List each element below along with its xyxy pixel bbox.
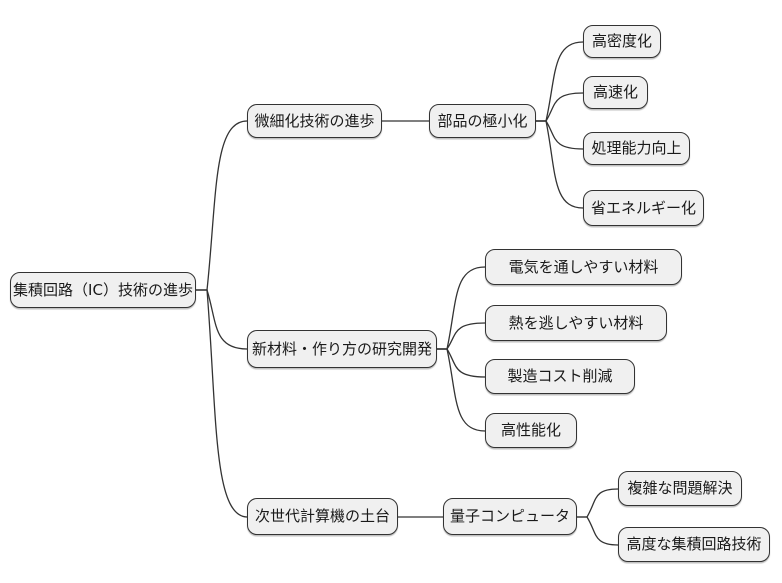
node-label: 製造コスト削減 (507, 367, 613, 385)
node-label: 量子コンピュータ (449, 507, 570, 525)
node-label: 集積回路（IC）技術の進歩 (13, 280, 193, 299)
edge-child1-to-leaf2 (535, 92, 584, 122)
edge-child3-to-leaf1 (576, 488, 619, 518)
node-leaf-complex-problem-solving[interactable]: 複雑な問題解決 (618, 471, 742, 506)
edge-child1-to-leaf4 (535, 120, 584, 209)
edge-child3-to-leaf2 (576, 516, 619, 546)
edge-root-to-branch3 (195, 289, 248, 518)
node-leaf-conductive-materials[interactable]: 電気を通しやすい材料 (485, 249, 682, 285)
node-label: 複雑な問題解決 (627, 479, 733, 497)
node-quantum-computer[interactable]: 量子コンピュータ (443, 498, 577, 535)
edge-child1-to-leaf1 (535, 41, 584, 122)
node-label: 微細化技術の進歩 (254, 111, 375, 130)
node-label: 高度な集積回路技術 (626, 535, 762, 553)
node-branch-next-gen-computing[interactable]: 次世代計算機の土台 (247, 498, 398, 535)
node-leaf-high-performance[interactable]: 高性能化 (485, 413, 577, 448)
node-component-shrinking[interactable]: 部品の極小化 (429, 104, 536, 138)
node-label: 熱を逃しやすい材料 (508, 313, 644, 332)
edge-root-to-branch2 (195, 289, 248, 350)
node-leaf-cost-reduction[interactable]: 製造コスト削減 (485, 359, 635, 394)
node-leaf-high-density[interactable]: 高密度化 (583, 25, 661, 58)
node-label: 処理能力向上 (591, 139, 682, 157)
node-branch-miniaturization[interactable]: 微細化技術の進歩 (247, 104, 382, 138)
node-leaf-processing-power[interactable]: 処理能力向上 (583, 132, 690, 165)
node-label: 新材料・作り方の研究開発 (251, 339, 432, 358)
node-label: 高速化 (592, 83, 638, 101)
node-label: 電気を通しやすい材料 (508, 257, 659, 276)
node-label: 次世代計算機の土台 (254, 507, 390, 525)
node-branch-new-materials[interactable]: 新材料・作り方の研究開発 (247, 330, 437, 368)
node-root[interactable]: 集積回路（IC）技術の進歩 (10, 272, 196, 308)
edge-branch2-to-leaf3 (436, 348, 486, 378)
node-label: 高性能化 (500, 421, 561, 439)
edge-branch2-to-leaf1 (436, 266, 486, 350)
node-label: 省エネルギー化 (590, 198, 696, 217)
edge-root-to-branch1 (195, 120, 248, 291)
node-label: 部品の極小化 (437, 111, 528, 130)
node-label: 高密度化 (591, 32, 652, 50)
node-leaf-heat-dissipating-materials[interactable]: 熱を逃しやすい材料 (485, 305, 667, 341)
edge-branch2-to-leaf4 (436, 348, 486, 432)
edge-branch2-to-leaf2 (436, 322, 486, 350)
node-leaf-high-speed[interactable]: 高速化 (583, 76, 648, 109)
node-leaf-energy-saving[interactable]: 省エネルギー化 (583, 190, 704, 226)
edge-child1-to-leaf3 (535, 120, 584, 150)
node-leaf-advanced-ic-technology[interactable]: 高度な集積回路技術 (618, 527, 770, 562)
